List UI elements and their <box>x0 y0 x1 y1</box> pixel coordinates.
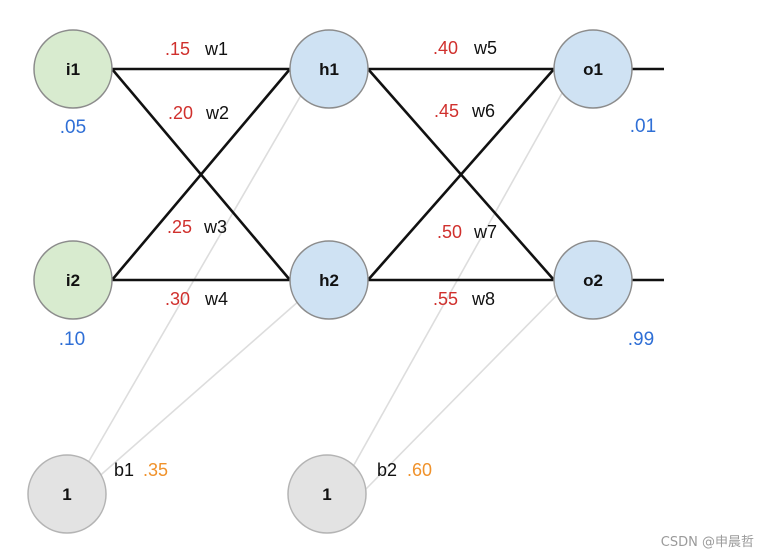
weight-w8-value: .55 <box>433 289 458 309</box>
weight-w5-value: .40 <box>433 38 458 58</box>
node-i2-circle <box>33 240 113 320</box>
node-b2: 1 <box>287 454 367 534</box>
weight-w1-value: .15 <box>165 39 190 59</box>
bias-b2-value: .60 <box>407 460 432 480</box>
weight-w1-name: w1 <box>204 39 228 59</box>
node-b1: 1 <box>27 454 107 534</box>
edge-b2-o2 <box>364 291 561 491</box>
node-b1-circle <box>27 454 107 534</box>
weight-w3-value: .25 <box>167 217 192 237</box>
weight-edges <box>111 67 664 282</box>
node-b2-circle <box>287 454 367 534</box>
weight-w4-name: w4 <box>204 289 228 309</box>
node-b1-label: 1 <box>62 485 71 504</box>
weight-w2-value: .20 <box>168 103 193 123</box>
edge-b1-h1 <box>84 77 312 469</box>
node-h2-label: h2 <box>319 271 339 290</box>
weight-w4-value: .30 <box>165 289 190 309</box>
weight-w5-name: w5 <box>473 38 497 58</box>
node-o1-circle <box>553 29 633 109</box>
edge-h2-o1 <box>367 68 555 281</box>
node-h1-label: h1 <box>319 60 339 79</box>
node-i2-label: i2 <box>66 271 80 290</box>
node-i1: i1 <box>33 29 113 109</box>
node-h2: h2 <box>289 240 369 320</box>
node-o2: o2 <box>553 240 633 320</box>
node-o1-label: o1 <box>583 60 603 79</box>
weight-w7-value: .50 <box>437 222 462 242</box>
target-o2-value: .99 <box>628 329 654 350</box>
weight-w6-value: .45 <box>434 101 459 121</box>
weight-w2-name: w2 <box>205 103 229 123</box>
node-o2-label: o2 <box>583 271 603 290</box>
input-i2-value: .10 <box>59 329 85 350</box>
node-i1-circle <box>33 29 113 109</box>
node-h1-circle <box>289 29 369 109</box>
edge-i2-h1 <box>111 68 291 281</box>
edge-b1-h2 <box>94 299 301 481</box>
bias-b1-name: b1 <box>114 460 134 480</box>
node-o2-circle <box>553 240 633 320</box>
node-o1: o1 <box>553 29 633 109</box>
watermark: CSDN @申晨哲 <box>661 535 754 550</box>
node-i2: i2 <box>33 240 113 320</box>
input-i1-value: .05 <box>60 117 86 138</box>
node-h1: h1 <box>289 29 369 109</box>
bias-b1-value: .35 <box>143 460 168 480</box>
node-h2-circle <box>289 240 369 320</box>
weight-w6-name: w6 <box>471 101 495 121</box>
weight-w3-name: w3 <box>203 217 227 237</box>
weight-w8-name: w8 <box>471 289 495 309</box>
target-o1-value: .01 <box>630 116 656 137</box>
weight-w7-name: w7 <box>473 222 497 242</box>
node-i1-label: i1 <box>66 60 80 79</box>
node-b2-label: 1 <box>322 485 331 504</box>
bias-b2-name: b2 <box>377 460 397 480</box>
